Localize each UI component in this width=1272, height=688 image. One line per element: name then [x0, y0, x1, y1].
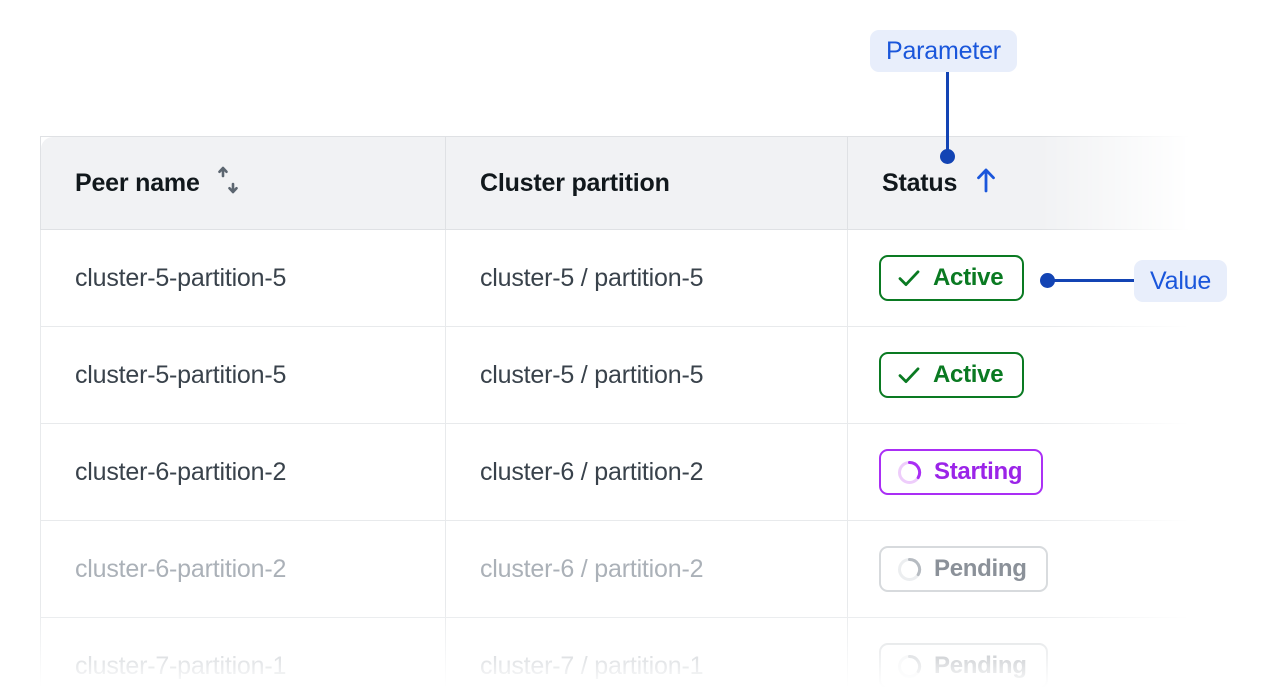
status-badge: Starting	[879, 449, 1044, 495]
status-badge: Pending	[879, 546, 1048, 592]
parameter-annotation-badge: Parameter	[870, 30, 1017, 72]
cell-status: Pending	[847, 520, 1192, 618]
spinner-icon	[896, 459, 923, 486]
value-annotation-dot	[1040, 273, 1055, 288]
peers-table-container: Peer name Cluster partition	[40, 136, 1192, 688]
status-badge: Pending	[879, 643, 1048, 688]
column-header-cluster-partition[interactable]: Cluster partition	[445, 136, 848, 230]
cell-status: Starting	[847, 423, 1192, 521]
spinner-icon	[896, 556, 923, 583]
cell-status: Pending	[847, 617, 1192, 688]
cell-cluster-partition: cluster-7 / partition-1	[445, 617, 848, 688]
cell-cluster-partition: cluster-6 / partition-2	[445, 423, 848, 521]
status-badge-label: Starting	[934, 458, 1023, 485]
sort-asc-icon[interactable]	[973, 165, 999, 202]
check-icon	[896, 362, 922, 388]
column-header-peer-name-label: Peer name	[75, 168, 200, 197]
cell-peer-name: cluster-5-partition-5	[40, 326, 446, 424]
parameter-annotation-line	[946, 72, 949, 156]
parameter-annotation-dot	[940, 149, 955, 164]
table-header: Peer name Cluster partition	[40, 136, 1192, 230]
cell-cluster-partition: cluster-5 / partition-5	[445, 229, 848, 327]
cell-peer-name: cluster-7-partition-1	[40, 617, 446, 688]
check-icon	[896, 265, 922, 291]
cell-peer-name: cluster-6-partition-2	[40, 520, 446, 618]
cell-cluster-partition: cluster-5 / partition-5	[445, 326, 848, 424]
cell-status: Active	[847, 326, 1192, 424]
sort-both-icon[interactable]	[216, 165, 242, 202]
column-header-peer-name[interactable]: Peer name	[40, 136, 446, 230]
status-badge: Active	[879, 352, 1025, 398]
column-header-status-label: Status	[882, 168, 958, 197]
cell-cluster-partition: cluster-6 / partition-2	[445, 520, 848, 618]
peers-table: Peer name Cluster partition	[40, 136, 1192, 688]
cell-status: Active	[847, 229, 1192, 327]
column-header-cluster-partition-label: Cluster partition	[480, 168, 670, 197]
value-annotation-badge: Value	[1134, 260, 1228, 302]
value-annotation-line	[1052, 279, 1136, 282]
cell-peer-name: cluster-5-partition-5	[40, 229, 446, 327]
table-header-row: Peer name Cluster partition	[40, 136, 1192, 230]
status-badge-label: Active	[933, 264, 1004, 291]
status-badge-label: Pending	[934, 652, 1027, 679]
spinner-icon	[896, 653, 923, 680]
cell-peer-name: cluster-6-partition-2	[40, 423, 446, 521]
column-header-status[interactable]: Status	[847, 136, 1192, 230]
status-badge-label: Active	[933, 361, 1004, 388]
status-badge-label: Pending	[934, 555, 1027, 582]
status-badge: Active	[879, 255, 1025, 301]
